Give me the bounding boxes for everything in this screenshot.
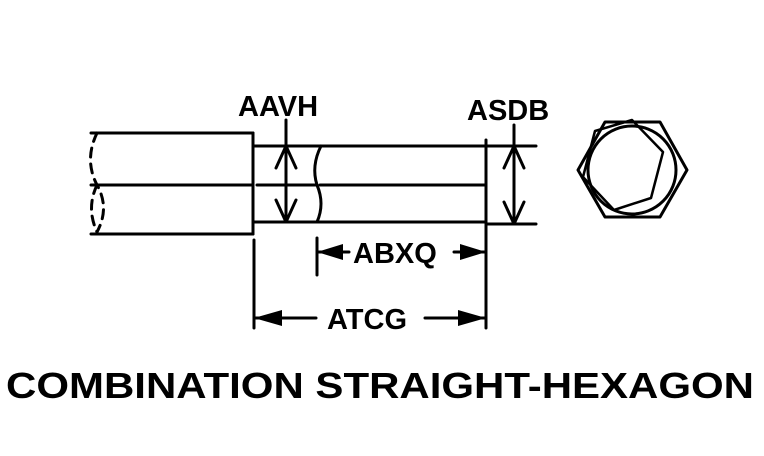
asdb-dimension-arrow [484,123,538,226]
abxq-label: ABXQ [353,238,437,270]
hexagon-end-view [576,118,689,219]
abxq-arrowhead-right [460,244,486,260]
hex-section [315,138,488,330]
extension-lines [252,236,319,330]
round-shank [89,131,255,236]
atcg-arrowhead-right [458,310,486,326]
abxq-arrowhead-left [317,244,343,260]
diagram-title: COMBINATION STRAIGHT-HEXAGON [6,365,754,406]
atcg-arrowhead-left [254,310,282,326]
shaft-break-line [89,131,105,234]
aavh-dimension-arrow [274,118,298,224]
aavh-label: AAVH [238,91,318,123]
asdb-label: ASDB [467,95,549,127]
atcg-label: ATCG [327,304,407,336]
